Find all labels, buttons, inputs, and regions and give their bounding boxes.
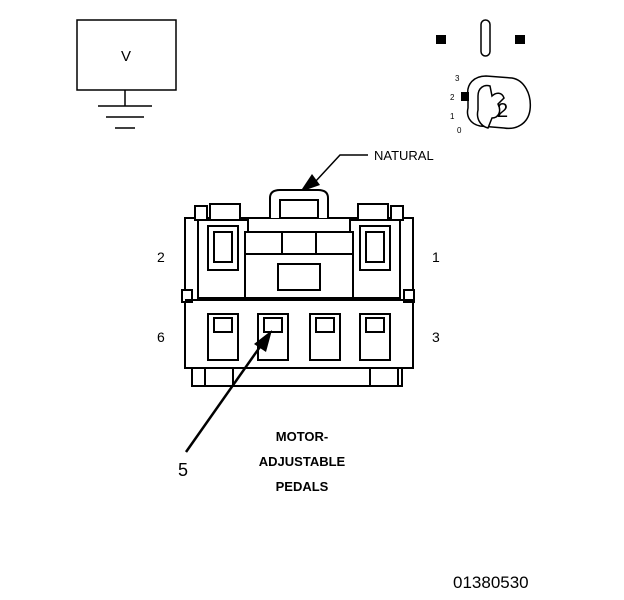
figure-id: 01380530: [453, 573, 529, 592]
position-label-2: 2: [450, 93, 455, 102]
top-ear-far-left: [194, 205, 208, 221]
bottom-foot-right: [369, 367, 399, 387]
natural-arrowhead: [300, 174, 320, 192]
top-ear-far-right: [390, 205, 404, 221]
switch-key-head: [476, 84, 505, 129]
bottom-foot-left: [204, 367, 234, 387]
pin-label-6: 6: [157, 329, 165, 345]
voltmeter-box: [76, 19, 177, 91]
selected-position: 2: [497, 100, 508, 122]
position-label-3: 3: [455, 74, 460, 83]
center-post: [281, 231, 317, 255]
bottom-terminal-4: [359, 313, 391, 361]
voltmeter-label: V: [121, 48, 131, 65]
top-ear-left: [209, 203, 241, 221]
left-side-tab: [181, 289, 193, 303]
center-window: [277, 263, 321, 291]
key-slot: [480, 19, 491, 57]
pin-callout-arrowhead: [254, 330, 272, 352]
position-marker: [461, 92, 469, 101]
top-terminal-left: [207, 225, 239, 271]
position-label-0: 0: [457, 126, 462, 135]
top-ear-right: [357, 203, 389, 221]
caption-line-1: MOTOR-: [276, 429, 328, 444]
voltmeter-symbol: [76, 19, 177, 129]
bottom-terminal-2: [257, 313, 289, 361]
bottom-terminal-3: [309, 313, 341, 361]
bottom-terminal-1: [207, 313, 239, 361]
pin-callout-label: 5: [178, 460, 188, 480]
pin-label-2: 2: [157, 249, 165, 265]
caption-line-3: PEDALS: [276, 479, 329, 494]
top-terminal-right: [359, 225, 391, 271]
natural-callout-leader: [300, 154, 368, 192]
right-side-tab: [403, 289, 415, 303]
position-label-1: 1: [450, 112, 455, 121]
ignition-switch-icon: [436, 19, 532, 130]
pin-label-1: 1: [432, 249, 440, 265]
lock-latch-inner: [279, 199, 319, 219]
key-slot-left: [436, 35, 446, 44]
pin-callout-leader: [184, 330, 272, 453]
natural-label: NATURAL: [374, 148, 434, 163]
caption-line-2: ADJUSTABLE: [259, 454, 346, 469]
pin-label-3: 3: [432, 329, 440, 345]
key-slot-right: [515, 35, 525, 44]
